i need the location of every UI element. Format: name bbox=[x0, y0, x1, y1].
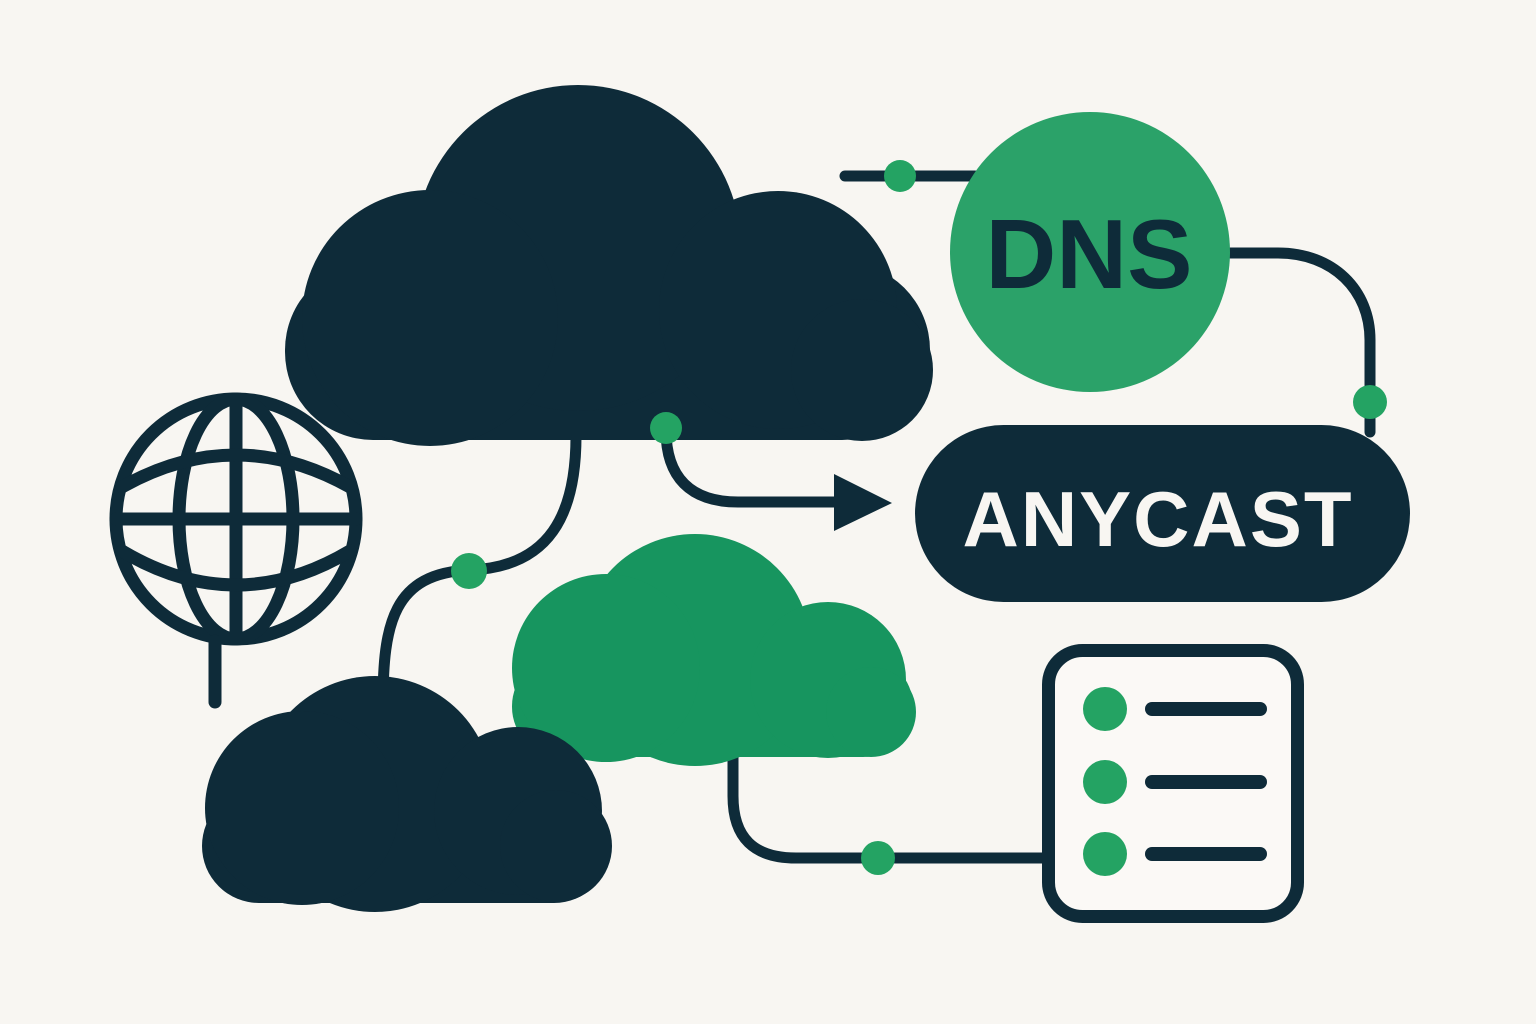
connector-node-dot bbox=[1353, 385, 1387, 419]
connector-node-dot bbox=[884, 160, 916, 192]
bullet-dot-icon bbox=[1083, 760, 1127, 804]
globe-latitude-upper bbox=[115, 448, 357, 494]
list-panel bbox=[1042, 644, 1304, 923]
cloud-green-icon bbox=[512, 534, 916, 766]
arrowhead-icon bbox=[834, 474, 892, 531]
anycast-pill: ANYCAST bbox=[915, 425, 1410, 602]
list-line bbox=[1145, 847, 1267, 861]
list-row bbox=[1083, 832, 1267, 876]
anycast-pill-shape bbox=[915, 425, 1410, 602]
connector-dns-to-anycast bbox=[1224, 247, 1376, 438]
anycast-label: ANYCAST bbox=[962, 475, 1353, 563]
bullet-dot-icon bbox=[1083, 687, 1127, 731]
list-line bbox=[1145, 775, 1267, 789]
connector-node-dot bbox=[650, 412, 682, 444]
dns-circle bbox=[950, 112, 1230, 392]
globe-icon bbox=[109, 392, 363, 709]
globe-latitude-lower bbox=[115, 544, 357, 592]
connector-cloud-to-arrow bbox=[660, 424, 842, 508]
list-row bbox=[1083, 760, 1267, 804]
dns-label: DNS bbox=[986, 199, 1193, 309]
list-row bbox=[1083, 687, 1267, 731]
cloud-large-icon bbox=[285, 85, 933, 446]
connector-nodes bbox=[451, 160, 1387, 875]
connector-node-dot bbox=[861, 841, 895, 875]
connector-lines bbox=[377, 170, 1376, 864]
list-line bbox=[1145, 702, 1267, 716]
connector-node-dot bbox=[451, 553, 487, 589]
connector-cloud-to-list bbox=[727, 742, 1060, 864]
cloud-small-icon bbox=[202, 676, 612, 912]
dns-badge: DNS bbox=[950, 112, 1230, 392]
bullet-dot-icon bbox=[1083, 832, 1127, 876]
